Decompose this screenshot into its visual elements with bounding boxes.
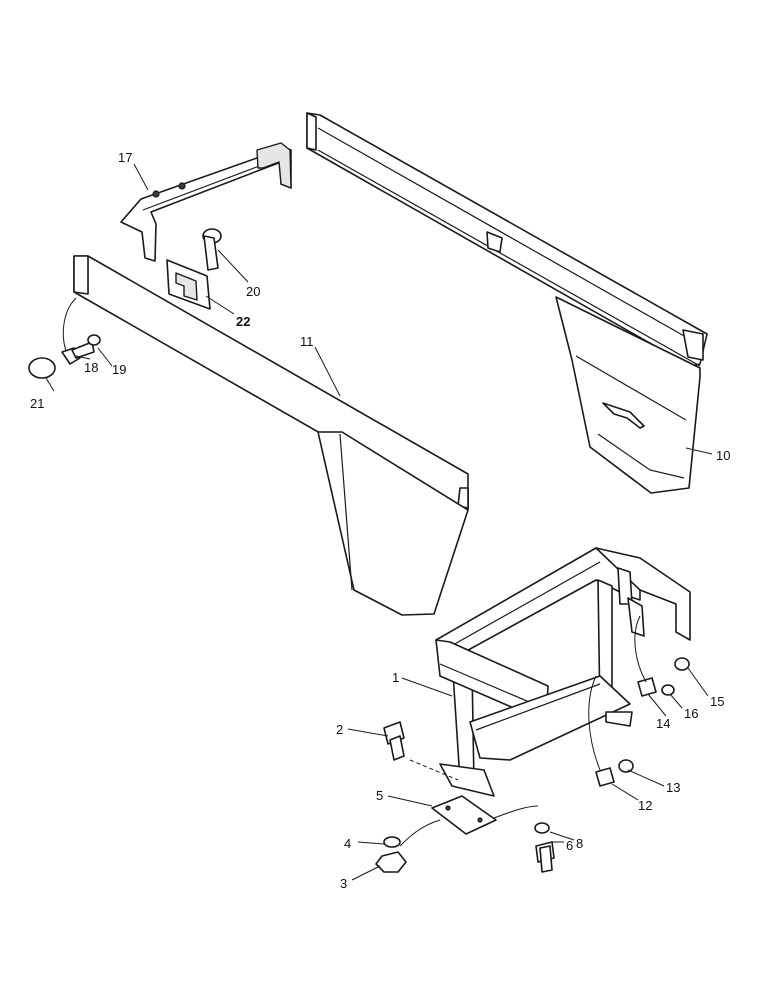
part-8-washer bbox=[534, 822, 550, 834]
callout-5: 5 bbox=[376, 788, 383, 803]
callout-10: 10 bbox=[716, 448, 730, 463]
part-13-washer bbox=[618, 759, 634, 773]
part-4-washer bbox=[383, 836, 401, 848]
part-2-bolt bbox=[383, 721, 405, 761]
callout-17: 17 bbox=[118, 150, 132, 165]
part-16-washer bbox=[661, 684, 675, 696]
callout-22: 22 bbox=[236, 314, 250, 329]
part-3-nut bbox=[375, 851, 407, 873]
part-1-frame bbox=[409, 547, 691, 797]
part-19-washer bbox=[87, 334, 101, 346]
callout-12: 12 bbox=[638, 798, 652, 813]
callout-3: 3 bbox=[340, 876, 347, 891]
part-20-clip bbox=[202, 228, 222, 271]
part-12-bolt bbox=[595, 767, 615, 787]
part-6-bolt bbox=[535, 841, 555, 873]
part-22-bracket-plate bbox=[166, 259, 211, 310]
part-18-bolt bbox=[61, 341, 95, 365]
callout-8: 8 bbox=[576, 836, 583, 851]
callout-19: 19 bbox=[112, 362, 126, 377]
callout-14: 14 bbox=[656, 716, 670, 731]
leader-lines bbox=[45, 163, 713, 881]
part-17-bracket bbox=[120, 142, 292, 262]
callout-11: 11 bbox=[300, 334, 314, 349]
callout-2: 2 bbox=[336, 722, 343, 737]
callout-21: 21 bbox=[30, 396, 44, 411]
callout-6: 6 bbox=[566, 838, 573, 853]
callout-13: 13 bbox=[666, 780, 680, 795]
callout-1: 1 bbox=[392, 670, 399, 685]
callout-15: 15 bbox=[710, 694, 724, 709]
callout-20: 20 bbox=[246, 284, 260, 299]
part-15-nut bbox=[674, 657, 690, 671]
callout-18: 18 bbox=[84, 360, 98, 375]
part-10-right-fender bbox=[306, 112, 708, 494]
callout-16: 16 bbox=[684, 706, 698, 721]
part-14-bolt bbox=[637, 677, 657, 697]
callout-labels: 17 20 22 11 10 21 18 19 1 2 5 6 8 4 3 13… bbox=[30, 150, 730, 891]
part-21-cap bbox=[28, 357, 56, 379]
part-11-left-fender bbox=[73, 255, 469, 616]
part-5-plate bbox=[431, 795, 497, 835]
callout-4: 4 bbox=[344, 836, 351, 851]
fasteners-left-end bbox=[28, 297, 101, 379]
